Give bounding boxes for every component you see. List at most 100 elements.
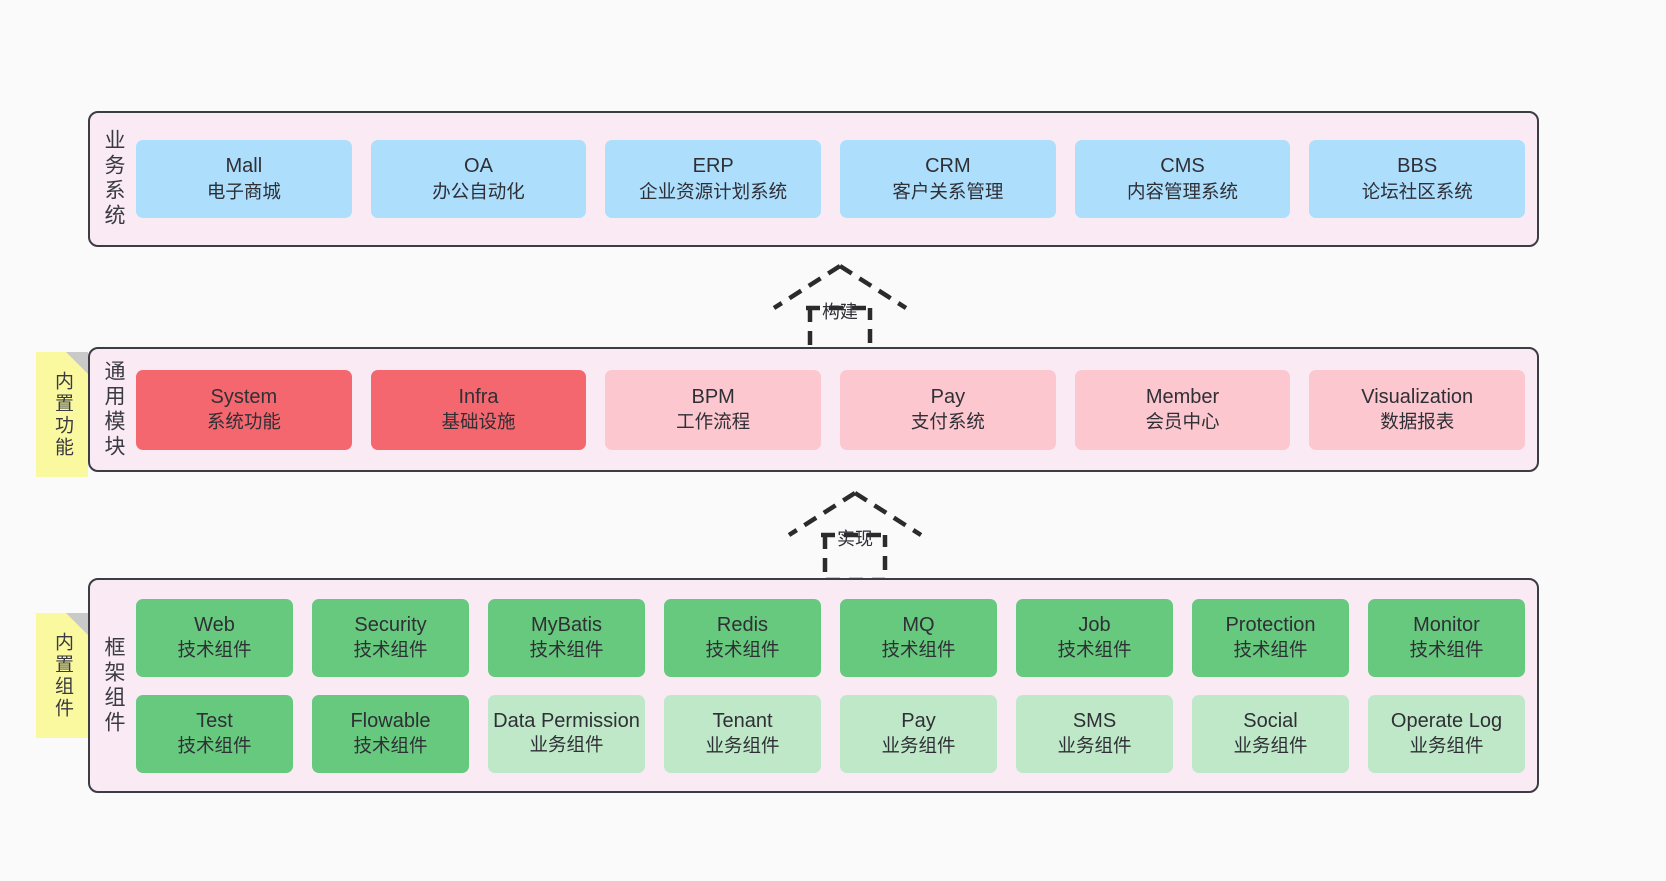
box-system[interactable]: System 系统功能 (136, 369, 352, 450)
layer-label-text: 框架组件 (102, 635, 126, 736)
framework-biz-row: Test 技术组件 Flowable 技术组件 Data Permission … (136, 694, 1525, 773)
box-title: Job (1078, 613, 1111, 636)
sticky-note-text: 内置组件 (51, 631, 73, 720)
box-title: Pay (930, 385, 966, 408)
page-fold-icon (66, 613, 88, 635)
box-subtitle: 系统功能 (206, 411, 281, 433)
box-subtitle: 技术组件 (705, 639, 780, 661)
box-subtitle: 企业资源计划系统 (639, 180, 788, 202)
box-subtitle: 业务组件 (1057, 735, 1132, 757)
box-social[interactable]: Social 业务组件 (1192, 694, 1349, 773)
box-security[interactable]: Security 技术组件 (312, 598, 469, 677)
box-subtitle: 业务组件 (1233, 735, 1308, 757)
box-subtitle: 技术组件 (529, 639, 604, 661)
box-title: Test (196, 709, 233, 732)
box-subtitle: 支付系统 (910, 411, 985, 433)
box-subtitle: 客户关系管理 (892, 180, 1004, 202)
box-web[interactable]: Web 技术组件 (136, 598, 293, 677)
box-title: MQ (902, 613, 935, 636)
box-title: OA (464, 155, 493, 178)
box-title: Operate Log (1390, 709, 1503, 732)
box-monitor[interactable]: Monitor 技术组件 (1368, 598, 1525, 677)
box-erp[interactable]: ERP 企业资源计划系统 (605, 140, 822, 218)
layer-common-module: 通用模块 System 系统功能 Infra 基础设施 BPM 工作流程 Pay (88, 347, 1539, 472)
box-bpm[interactable]: BPM 工作流程 (605, 369, 822, 450)
box-title: CMS (1160, 155, 1205, 178)
box-title: Tenant (712, 709, 773, 732)
connector-label-build: 构建 (822, 302, 858, 322)
box-title: ERP (692, 155, 734, 178)
box-subtitle: 技术组件 (1409, 639, 1484, 661)
box-subtitle: 业务组件 (705, 735, 780, 757)
layer-body-common-module: System 系统功能 Infra 基础设施 BPM 工作流程 Pay 支付系统… (136, 349, 1537, 470)
box-title: CRM (925, 155, 971, 178)
box-subtitle: 办公自动化 (432, 180, 525, 202)
box-subtitle: 业务组件 (1409, 735, 1484, 757)
box-title: Monitor (1413, 613, 1480, 636)
box-visualization[interactable]: Visualization 数据报表 (1309, 369, 1526, 450)
box-pay-component[interactable]: Pay 业务组件 (840, 694, 997, 773)
layer-title-framework-component: 框架组件 (90, 580, 136, 791)
box-job[interactable]: Job 技术组件 (1016, 598, 1173, 677)
box-title: Social (1243, 709, 1298, 732)
box-mq[interactable]: MQ 技术组件 (840, 598, 997, 677)
box-subtitle: 技术组件 (177, 735, 252, 757)
layer-title-business-system: 业务系统 (90, 113, 136, 245)
box-subtitle: 内容管理系统 (1127, 180, 1239, 202)
box-redis[interactable]: Redis 技术组件 (664, 598, 821, 677)
box-title: Infra (458, 385, 499, 408)
framework-tech-row: Web 技术组件 Security 技术组件 MyBatis 技术组件 Redi… (136, 598, 1525, 677)
layer-business-system: 业务系统 Mall 电子商城 OA 办公自动化 ERP 企业资源计划系统 CRM (88, 111, 1539, 247)
box-title: SMS (1072, 709, 1117, 732)
box-operate-log[interactable]: Operate Log 业务组件 (1368, 694, 1525, 773)
box-flowable[interactable]: Flowable 技术组件 (312, 694, 469, 773)
box-title: MyBatis (530, 613, 603, 636)
box-subtitle: 工作流程 (676, 411, 751, 433)
box-title: Redis (716, 613, 769, 636)
layer-label-text: 通用模块 (102, 359, 126, 460)
sticky-note-builtin-component: 内置组件 (36, 613, 88, 738)
layer-body-business-system: Mall 电子商城 OA 办公自动化 ERP 企业资源计划系统 CRM 客户关系… (136, 113, 1537, 245)
business-system-row: Mall 电子商城 OA 办公自动化 ERP 企业资源计划系统 CRM 客户关系… (136, 140, 1526, 218)
box-subtitle: 技术组件 (353, 639, 428, 661)
box-subtitle: 会员中心 (1145, 411, 1220, 433)
box-oa[interactable]: OA 办公自动化 (370, 140, 587, 218)
box-subtitle: 技术组件 (353, 735, 428, 757)
box-subtitle: 技术组件 (177, 639, 252, 661)
box-tenant[interactable]: Tenant 业务组件 (664, 694, 821, 773)
box-sms[interactable]: SMS 业务组件 (1016, 694, 1173, 773)
box-subtitle: 技术组件 (1057, 639, 1132, 661)
box-mall[interactable]: Mall 电子商城 (136, 140, 352, 218)
box-title: Visualization (1361, 385, 1474, 408)
box-test[interactable]: Test 技术组件 (136, 694, 293, 773)
common-module-row: System 系统功能 Infra 基础设施 BPM 工作流程 Pay 支付系统… (136, 369, 1526, 450)
box-title: BPM (691, 385, 735, 408)
layer-body-framework-component: Web 技术组件 Security 技术组件 MyBatis 技术组件 Redi… (136, 580, 1537, 791)
box-protection[interactable]: Protection 技术组件 (1192, 598, 1349, 677)
box-subtitle: 技术组件 (881, 639, 956, 661)
box-subtitle: 业务组件 (529, 733, 604, 755)
connector-build: 构建 (760, 258, 920, 358)
box-subtitle: 论坛社区系统 (1361, 180, 1473, 202)
box-title: Member (1145, 385, 1220, 408)
box-bbs[interactable]: BBS 论坛社区系统 (1309, 140, 1526, 218)
box-data-permission[interactable]: Data Permission 业务组件 (488, 694, 645, 773)
box-member[interactable]: Member 会员中心 (1074, 369, 1291, 450)
connector-implement: 实现 (775, 485, 935, 585)
box-crm[interactable]: CRM 客户关系管理 (840, 140, 1056, 218)
box-title: BBS (1397, 155, 1438, 178)
box-title: Mall (225, 155, 263, 178)
layer-framework-component: 框架组件 Web 技术组件 Security 技术组件 MyBatis 技术组件… (88, 578, 1539, 793)
box-subtitle: 数据报表 (1380, 411, 1455, 433)
box-title: System (210, 385, 278, 408)
box-title: Web (194, 613, 235, 636)
layer-label-text: 业务系统 (102, 129, 126, 229)
connector-label-implement: 实现 (837, 529, 873, 549)
box-cms[interactable]: CMS 内容管理系统 (1074, 140, 1291, 218)
sticky-note-text: 内置功能 (51, 370, 73, 459)
box-subtitle: 技术组件 (1233, 639, 1308, 661)
box-infra[interactable]: Infra 基础设施 (370, 369, 587, 450)
box-pay[interactable]: Pay 支付系统 (840, 369, 1056, 450)
box-mybatis[interactable]: MyBatis 技术组件 (488, 598, 645, 677)
